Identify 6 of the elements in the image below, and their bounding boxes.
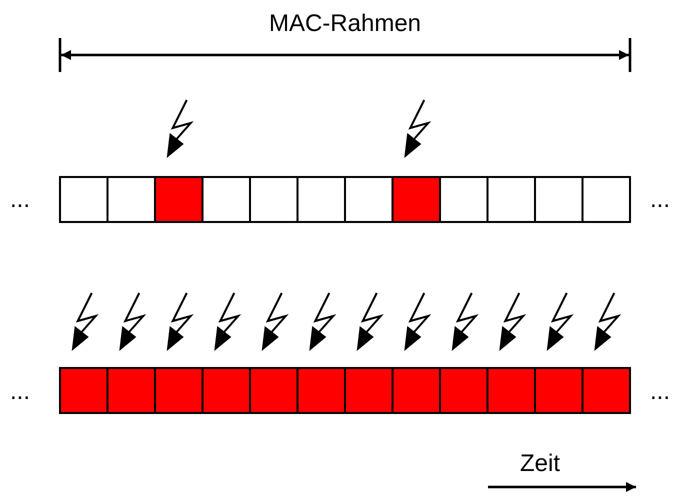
dimension-label: MAC-Rahmen [268, 12, 422, 36]
ellipsis: ... [650, 380, 670, 404]
ellipsis: ... [650, 188, 670, 212]
ellipsis: ... [10, 188, 30, 212]
axis-label: Zeit [520, 452, 560, 476]
ellipsis: ... [10, 380, 30, 404]
